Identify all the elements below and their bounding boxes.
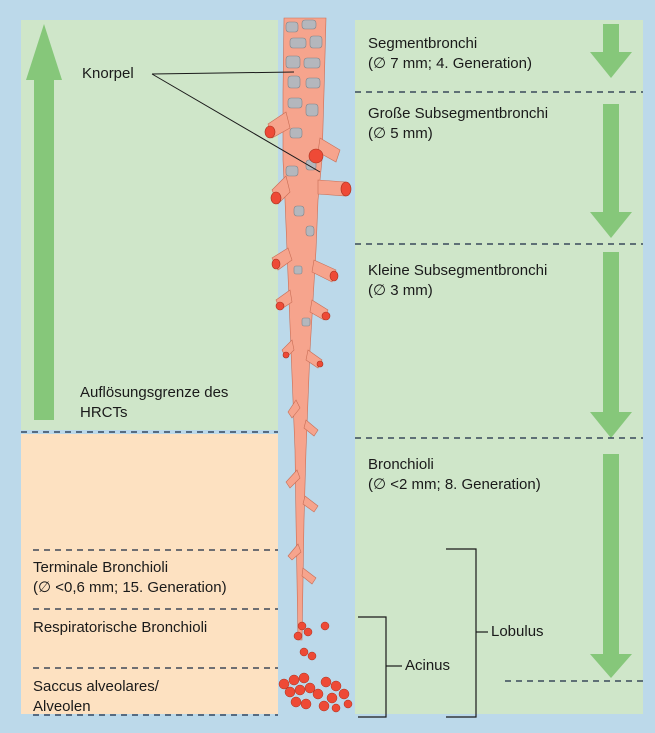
label-bronchioli-2: (∅ <2 mm; 8. Generation): [368, 475, 541, 495]
downward-arrow-2: [590, 104, 632, 238]
downward-arrow-3: [590, 252, 632, 438]
label-segmentbronchi-1: Segmentbronchi: [368, 34, 477, 54]
label-resolution-limit-2: HRCTs: [80, 403, 128, 423]
acinus-bracket: [358, 617, 386, 717]
label-terminal-bronchioli-2: (∅ <0,6 mm; 15. Generation): [33, 578, 227, 598]
knorpel-leader-1: [152, 72, 294, 74]
label-knorpel: Knorpel: [82, 64, 134, 84]
label-large-subsegment-1: Große Subsegmentbronchi: [368, 104, 548, 124]
bronchial-tree: [265, 18, 352, 712]
label-acinus: Acinus: [405, 656, 450, 676]
downward-arrow-4: [590, 454, 632, 678]
label-saccus-2: Alveolen: [33, 697, 91, 717]
label-small-subsegment-1: Kleine Subsegmentbronchi: [368, 261, 547, 281]
upward-arrow: [26, 24, 62, 420]
label-large-subsegment-2: (∅ 5 mm): [368, 124, 433, 144]
label-respiratory-bronchioli: Respiratorische Bronchioli: [33, 618, 207, 638]
label-bronchioli-1: Bronchioli: [368, 455, 434, 475]
label-segmentbronchi-2: (∅ 7 mm; 4. Generation): [368, 54, 532, 74]
label-saccus-1: Saccus alveolares/: [33, 677, 159, 697]
downward-arrow-1: [590, 24, 632, 78]
label-lobulus: Lobulus: [491, 622, 544, 642]
lobulus-bracket: [446, 549, 476, 717]
label-terminal-bronchioli-1: Terminale Bronchioli: [33, 558, 168, 578]
label-small-subsegment-2: (∅ 3 mm): [368, 281, 433, 301]
label-resolution-limit-1: Auflösungsgrenze des: [80, 383, 228, 403]
